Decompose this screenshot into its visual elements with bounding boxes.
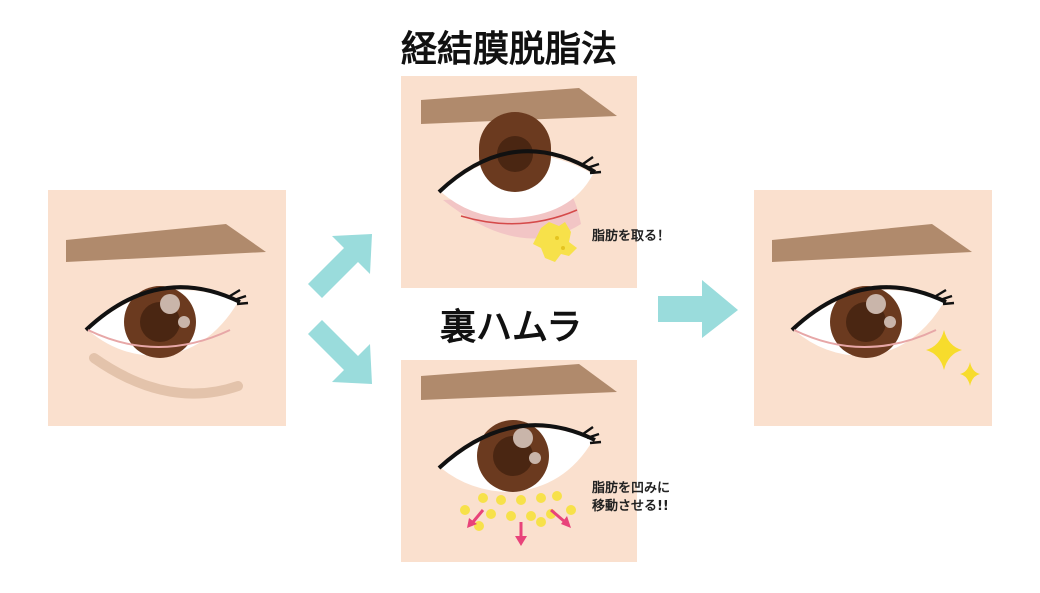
arrow-icon: [308, 234, 372, 298]
eyelid-line: [437, 423, 596, 470]
eyelid-line: [437, 149, 597, 194]
eye-highlight: [160, 294, 180, 314]
arrow-icon: [308, 320, 372, 384]
arrow-icon: [658, 280, 738, 338]
eyelid-line: [84, 285, 241, 332]
after-eye-panel: [754, 190, 992, 426]
fat-blob-icon: [533, 222, 577, 262]
eye-highlight: [513, 428, 533, 448]
method-title-top: 経結膜脱脂法: [401, 29, 618, 70]
note-remove-fat: 脂肪を取る！: [592, 229, 671, 244]
eyebrow: [421, 364, 617, 400]
eyebrow: [421, 88, 617, 124]
method-title-bottom: 裏ハムラ: [440, 307, 583, 348]
before-eye-illustration: [66, 224, 266, 399]
reverse-hamra-panel: [401, 360, 637, 562]
sparkle-icon: [960, 362, 980, 386]
transconjunctival-panel: [401, 76, 637, 288]
after-eye-illustration: [772, 224, 980, 386]
note-move-fat-line2: 移動させる!!: [592, 498, 669, 514]
sparkle-icon: [926, 330, 962, 370]
pink-arrow-icon: [467, 508, 571, 546]
under-eye-shadow: [89, 353, 243, 399]
eyelid-line: [790, 285, 947, 332]
fat-dots: [460, 491, 576, 531]
eyebrow: [66, 224, 266, 262]
eye-highlight: [866, 294, 886, 314]
note-move-fat: 脂肪を凹みに 移動させる!!: [592, 480, 670, 515]
reverse-hamra-illustration: [421, 364, 617, 546]
before-eye-panel: [48, 190, 286, 426]
note-move-fat-line1: 脂肪を凹みに: [592, 481, 671, 496]
eyebrow: [772, 224, 972, 262]
transconjunctival-illustration: [421, 88, 617, 262]
